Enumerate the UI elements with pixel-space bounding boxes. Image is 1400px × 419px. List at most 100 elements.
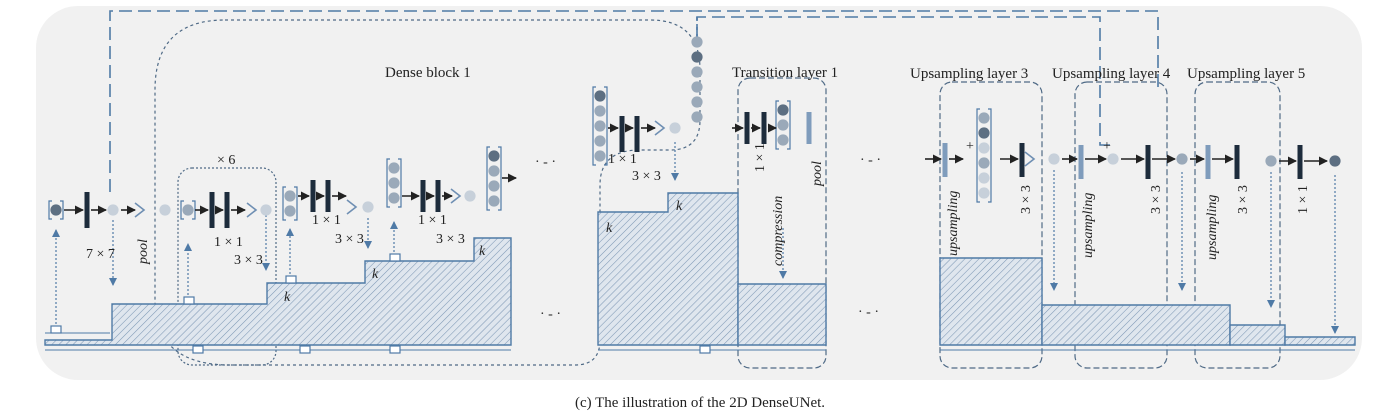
volume-up3 [939,257,1043,346]
node-column [260,204,272,216]
feature-node [464,190,476,202]
op-pool-a: pool [136,239,151,265]
feature-map-volumes [44,192,1356,346]
chevron-icon [450,188,462,204]
transition-layer-label: Transition layer 1 [732,65,838,81]
layer-bar [209,192,215,228]
node-column [159,204,171,216]
feature-node [669,122,681,134]
feature-node [691,51,703,63]
node-column [1176,153,1188,165]
ellipsis-bottom-right: · - · [858,305,879,320]
volume-stripes [45,332,1355,351]
feature-node [594,135,606,147]
ellipsis-bottom-left: · - · [540,307,561,322]
node-column [669,122,681,134]
plus-up3: + [966,139,974,154]
layer-bar [942,143,948,177]
skip-connection-outer [109,10,1159,192]
feature-node [362,201,374,213]
ellipsis-marks: · - · · - · · - · · - · [535,153,881,322]
layer-bar [1297,145,1303,179]
feature-node [777,134,789,146]
op-conv1-c: 1 × 1 [418,213,447,228]
op-conv1-final: 1 × 1 [1296,185,1311,214]
node-column [362,201,374,213]
op-conv1-a: 1 × 1 [214,235,243,250]
layer-bar [761,112,767,144]
bracket [592,86,608,166]
feature-node [594,90,606,102]
op-conv3-c: 3 × 3 [436,232,465,247]
node-column [1265,155,1277,167]
op-compression: compression [771,196,786,266]
op-conv1-d: 1 × 1 [608,152,637,167]
feature-node [388,162,400,174]
feature-node [978,187,990,199]
op-conv3-up5: 3 × 3 [1236,185,1251,214]
layer-bar [806,112,812,144]
node-column [1048,153,1060,165]
op-conv3-up4: 3 × 3 [1149,185,1164,214]
feature-node [488,165,500,177]
feature-node [691,66,703,78]
layer-bar [310,180,316,212]
layer-bar [1019,143,1025,177]
up3-box [939,81,1043,369]
k-label-3: k [479,244,486,259]
node-column [180,200,196,220]
layer-bar [420,180,426,212]
layer-bar [84,192,90,228]
node-column [486,146,502,211]
feature-node [388,177,400,189]
conv-layers [84,112,1303,228]
feature-node [182,204,194,216]
feature-node [691,36,703,48]
op-conv3-up3: 3 × 3 [1019,185,1034,214]
op-upsampling-3: upsampling [946,191,961,256]
feature-node [978,142,990,154]
feature-node [488,150,500,162]
bracket [486,146,502,211]
layer-bar [1078,145,1084,179]
ellipsis-top-left: · - · [535,155,556,170]
skip-connections [109,10,1159,192]
node-column [107,204,119,216]
feature-node [488,195,500,207]
bracket [48,200,64,220]
feature-node [978,157,990,169]
feature-node [594,150,606,162]
volume-connectors [50,253,711,354]
up5-box [1194,81,1281,369]
upsampling-layer-5-label: Upsampling layer 5 [1187,66,1305,82]
volume-encoder [44,237,512,346]
bracket [976,108,992,203]
layer-bar [1145,145,1151,179]
feature-node [107,204,119,216]
chevron-icon [246,202,258,218]
feature-node [594,105,606,117]
node-column [775,100,791,150]
layer-bar [619,116,625,152]
layer-bar [224,192,230,228]
op-conv7: 7 × 7 [86,247,115,262]
volume-up5 [1229,324,1286,346]
op-conv1-transition: 1 × 1 [753,143,768,172]
feature-node [691,111,703,123]
feature-node [1329,155,1341,167]
op-conv3-a: 3 × 3 [234,253,263,268]
feature-node [978,127,990,139]
chevron-icon [346,199,358,215]
node-column [1329,155,1341,167]
plus-up4: + [1103,139,1111,154]
feature-node [691,96,703,108]
feature-node [777,104,789,116]
feature-node [488,180,500,192]
feature-node [284,205,296,217]
node-column [976,108,992,203]
dense-block-label: Dense block 1 [385,65,471,81]
repeat-box [177,167,277,366]
op-pool-b: pool [810,161,825,187]
op-conv3-d: 3 × 3 [632,169,661,184]
node-column [691,36,703,123]
